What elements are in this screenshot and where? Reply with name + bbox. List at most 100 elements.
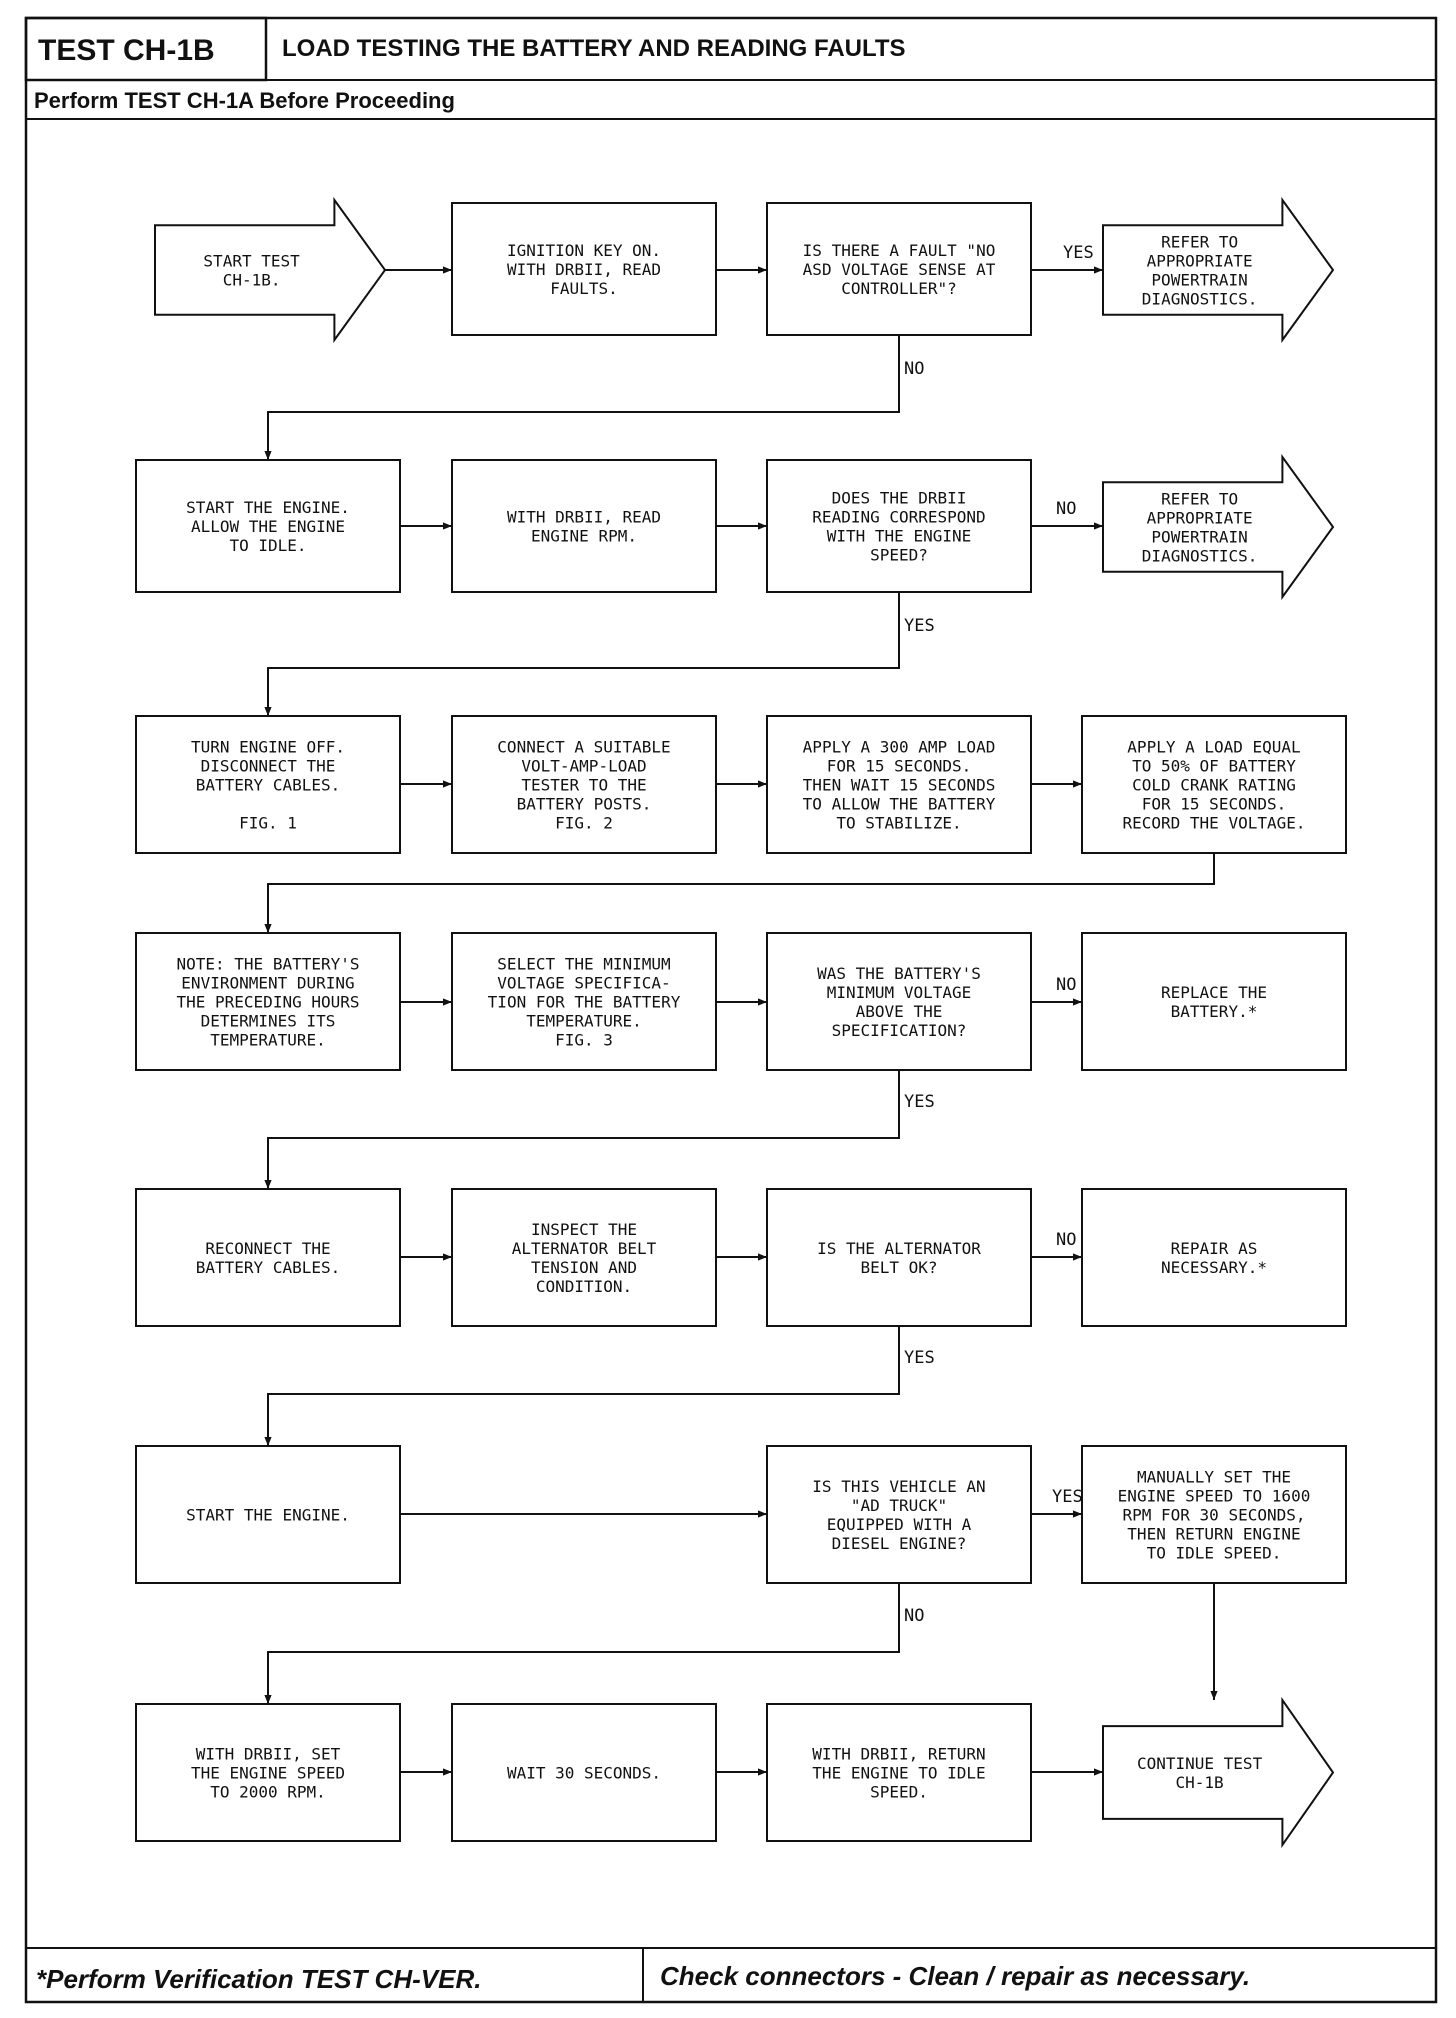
- branch-label-yes: YES: [904, 1092, 935, 1112]
- node-text-line: THE ENGINE TO IDLE: [812, 1764, 985, 1783]
- node-text-line: TION FOR THE BATTERY: [488, 993, 681, 1012]
- edge-r1c-to-r2a: [264, 335, 900, 460]
- process-box: [766, 932, 1032, 1071]
- arrow-shape: [1102, 453, 1335, 601]
- node-text-line: SPEED?: [870, 546, 928, 565]
- node-text-line: DIAGNOSTICS.: [1142, 547, 1258, 566]
- node-text-line: ABOVE THE: [856, 1002, 943, 1021]
- process-box: [135, 932, 401, 1071]
- arrow-shape: [1102, 1696, 1335, 1849]
- process-box: [1081, 932, 1347, 1071]
- node-text-line: "AD TRUCK": [851, 1496, 947, 1515]
- node-text-line: FIG. 3: [555, 1031, 613, 1050]
- node-text-line: IGNITION KEY ON.: [507, 241, 661, 260]
- node-text-line: CH-1B.: [223, 271, 281, 290]
- branch-label-no: NO: [1056, 975, 1076, 995]
- process-box: [766, 715, 1032, 854]
- node-text-line: REFER TO: [1161, 233, 1238, 252]
- node-text-line: BELT OK?: [860, 1258, 937, 1277]
- node-text-line: TENSION AND: [531, 1258, 637, 1277]
- branch-label-yes: YES: [904, 616, 935, 636]
- node-text-line: START THE ENGINE.: [186, 498, 350, 517]
- node-text-line: FOR 15 SECONDS.: [1142, 795, 1287, 814]
- node-text-line: THE PRECEDING HOURS: [176, 993, 359, 1012]
- node-text-line: WITH DRBII, SET: [196, 1745, 341, 1764]
- process-box: [135, 715, 401, 854]
- node-text-line: TEMPERATURE.: [210, 1031, 326, 1050]
- node-text-line: MINIMUM VOLTAGE: [827, 983, 972, 1002]
- test-id-box: [24, 16, 268, 82]
- process-box: [1081, 1445, 1347, 1584]
- flow-node-r2d: REFER TOAPPROPRIATEPOWERTRAINDIAGNOSTICS…: [1102, 453, 1335, 601]
- process-box: [451, 202, 717, 336]
- process-box: [451, 459, 717, 593]
- node-text-line: RPM FOR 30 SECONDS,: [1122, 1506, 1305, 1525]
- process-box: [451, 715, 717, 854]
- node-text-line: VOLTAGE SPECIFICA-: [497, 974, 670, 993]
- branch-label-no: NO: [1056, 499, 1076, 519]
- node-text-line: APPLY A 300 AMP LOAD: [803, 738, 996, 757]
- node-text-line: TO ALLOW THE BATTERY: [803, 795, 996, 814]
- node-text-line: FAULTS.: [550, 279, 617, 298]
- process-box: [135, 1188, 401, 1327]
- process-box: [451, 1703, 717, 1842]
- node-text-line: TO STABILIZE.: [836, 814, 961, 833]
- process-box: [766, 202, 1032, 336]
- node-text-line: TESTER TO THE: [521, 776, 646, 795]
- footer-verification-note: *Perform Verification TEST CH-VER.: [36, 1964, 481, 1994]
- branch-label-yes: YES: [1052, 1487, 1083, 1507]
- flow-node-r1d: REFER TOAPPROPRIATEPOWERTRAINDIAGNOSTICS…: [1102, 196, 1335, 344]
- node-text-line: MANUALLY SET THE: [1137, 1468, 1291, 1487]
- node-text-line: ASD VOLTAGE SENSE AT: [803, 260, 996, 279]
- node-text-line: THE ENGINE SPEED: [191, 1764, 345, 1783]
- node-text-line: INSPECT THE: [531, 1220, 637, 1239]
- node-text-line: DIESEL ENGINE?: [832, 1534, 967, 1553]
- node-text-line: BATTERY POSTS.: [517, 795, 652, 814]
- node-text-line: WITH THE ENGINE: [827, 527, 972, 546]
- flow-node-r6c: IS THIS VEHICLE AN"AD TRUCK"EQUIPPED WIT…: [766, 1445, 1032, 1584]
- page-frame: [24, 16, 1438, 2004]
- node-text-line: COLD CRANK RATING: [1132, 776, 1296, 795]
- node-text-line: BATTERY CABLES.: [196, 776, 341, 795]
- node-text-line: TO IDLE SPEED.: [1147, 1544, 1282, 1563]
- node-text-line: CONNECT A SUITABLE: [497, 738, 670, 757]
- node-text-line: ENVIRONMENT DURING: [181, 974, 354, 993]
- arrow-shape: [154, 196, 387, 344]
- node-text-line: TO IDLE.: [229, 536, 306, 555]
- arrow-shape: [1102, 196, 1335, 344]
- footer-connectors-note: Check connectors - Clean / repair as nec…: [660, 1961, 1250, 1991]
- edge-r4c-to-r5a: [264, 1070, 900, 1189]
- node-text-line: WITH DRBII, READ: [507, 260, 661, 279]
- process-box: [766, 1703, 1032, 1842]
- node-text-line: REPAIR AS: [1171, 1239, 1258, 1258]
- node-text-line: REPLACE THE: [1161, 983, 1267, 1002]
- node-text-line: IS THERE A FAULT "NO: [803, 241, 996, 260]
- edge-r3d-to-r4a: [264, 853, 1215, 933]
- node-text-line: IS THE ALTERNATOR: [817, 1239, 981, 1258]
- node-text-line: THEN RETURN ENGINE: [1127, 1525, 1300, 1544]
- node-text-line: WAS THE BATTERY'S: [817, 964, 981, 983]
- node-text-line: TO 2000 RPM.: [210, 1783, 326, 1802]
- process-box: [451, 932, 717, 1071]
- node-text-line: BATTERY CABLES.: [196, 1258, 341, 1277]
- branch-label-no: NO: [904, 1606, 924, 1626]
- node-text-line: DISCONNECT THE: [201, 757, 336, 776]
- node-text-line: CONTROLLER"?: [841, 279, 957, 298]
- node-text-line: CH-1B: [1176, 1773, 1224, 1792]
- edge-r6c-to-r7a: [264, 1583, 900, 1704]
- node-text-line: TURN ENGINE OFF.: [191, 738, 345, 757]
- process-box: [1081, 715, 1347, 854]
- process-box: [135, 1703, 401, 1842]
- node-text-line: TEMPERATURE.: [526, 1012, 642, 1031]
